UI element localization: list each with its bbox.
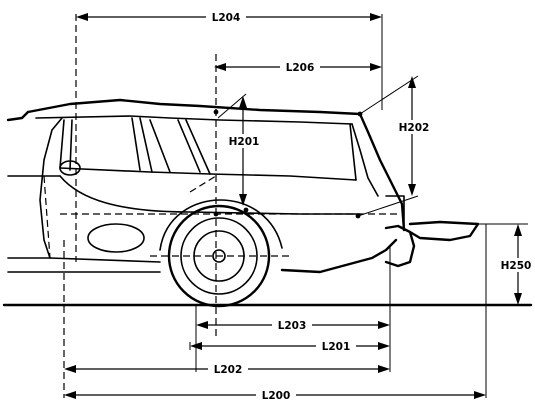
construction-lines <box>43 14 528 398</box>
label-H202: H202 <box>399 122 430 134</box>
label-L204: L204 <box>212 12 241 24</box>
label-L200: L200 <box>262 390 291 402</box>
dimension-H202: H202 <box>394 76 434 196</box>
dimension-L200: L200 <box>64 388 486 402</box>
dimension-H201: H201 <box>224 96 264 206</box>
label-H250: H250 <box>501 260 532 272</box>
label-H201: H201 <box>229 136 260 148</box>
dimension-L204: L204 <box>76 10 382 24</box>
label-L201: L201 <box>322 341 351 353</box>
dimension-L201: L201 <box>190 339 390 353</box>
label-L203: L203 <box>278 320 307 332</box>
dimension-H250: H250 <box>498 224 535 305</box>
dimension-L202: L202 <box>64 362 390 376</box>
vehicle-body-outline <box>6 98 480 274</box>
label-L206: L206 <box>286 62 315 74</box>
label-L202: L202 <box>214 364 243 376</box>
dimension-L203: L203 <box>196 318 390 332</box>
dimension-L206: L206 <box>214 60 382 74</box>
reference-points <box>213 109 363 219</box>
